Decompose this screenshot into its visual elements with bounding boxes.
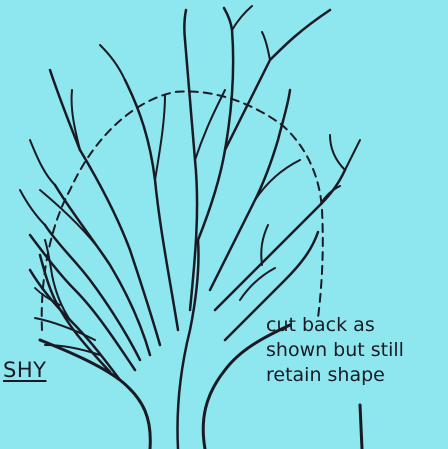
- branch: [330, 135, 345, 170]
- branch: [198, 8, 233, 240]
- branch: [255, 160, 300, 200]
- branch: [35, 318, 95, 340]
- branch: [125, 80, 178, 330]
- shy-label: SHY: [3, 358, 46, 382]
- branch: [20, 190, 45, 225]
- branch: [100, 45, 125, 80]
- branch: [155, 95, 165, 180]
- trunk-center: [178, 240, 199, 449]
- branch: [210, 90, 290, 290]
- pruning-caption: cut back as shown but still retain shape: [266, 313, 446, 388]
- branch: [40, 190, 110, 265]
- branch: [232, 6, 252, 30]
- caption-line-3: retain shape: [266, 363, 446, 388]
- branch: [80, 150, 160, 345]
- branch: [30, 140, 55, 185]
- branch: [195, 90, 225, 160]
- caption-line-2: shown but still: [266, 338, 446, 363]
- branch: [225, 10, 330, 150]
- branch: [345, 140, 360, 170]
- caption-line-1: cut back as: [266, 313, 446, 338]
- branch: [50, 70, 80, 150]
- stake: [360, 405, 362, 449]
- branch: [262, 32, 270, 60]
